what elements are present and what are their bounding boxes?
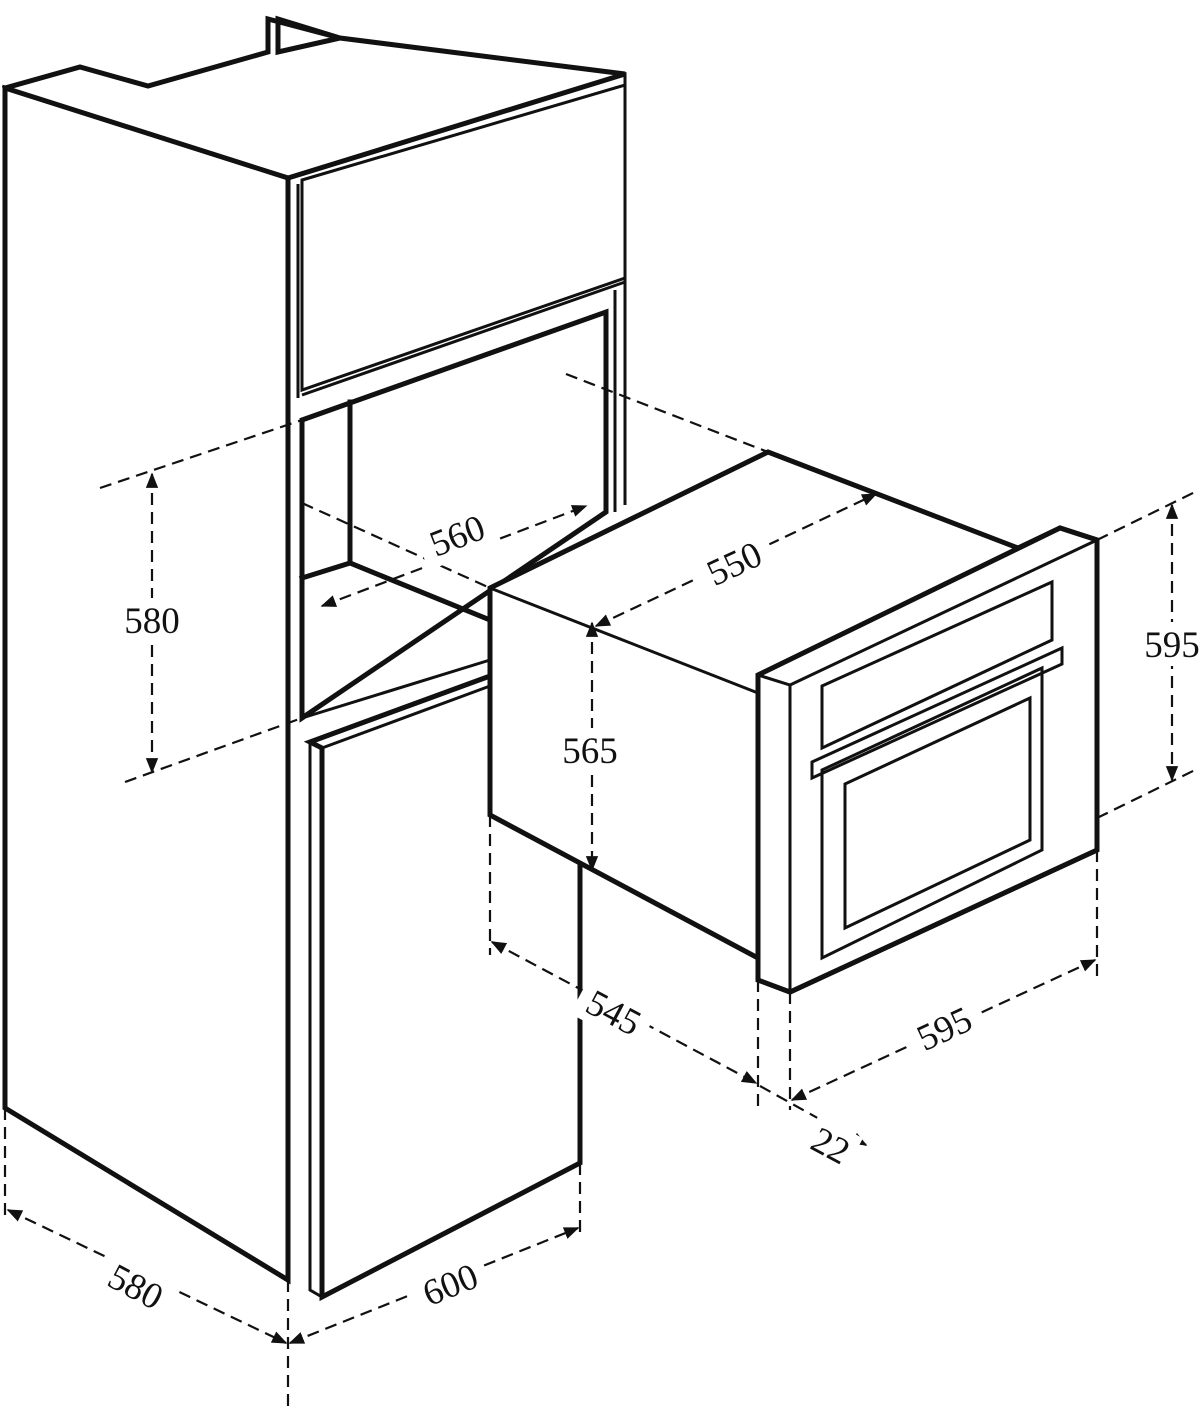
cabinet-shelf-line [301, 280, 626, 397]
oven-control-panel [820, 579, 1054, 751]
lower-door-top-edge [321, 684, 491, 750]
dimension-lines [3, 372, 1196, 1408]
niche-floor-edge [346, 559, 494, 624]
dimension-labels: 580 560 550 595 565 545 595 22 580 600 [92, 499, 1200, 1324]
oven-window-frame [820, 665, 1044, 961]
label-oven-height: 595 [1144, 625, 1200, 666]
cabinet-top-panel [300, 82, 627, 393]
cabinet-top [1, 15, 626, 182]
cabinet-left-panel [2, 84, 291, 1285]
cabinet-front-frame [287, 71, 627, 505]
dim-line-body-depth [490, 941, 758, 1084]
label-body-height: 565 [562, 731, 618, 772]
oven-door-handle [810, 645, 1064, 781]
niche-inner-left [298, 399, 353, 582]
oven-window-glass [843, 695, 1032, 931]
label-niche-height: 580 [124, 601, 180, 642]
niche-bottom-rail [301, 658, 491, 720]
